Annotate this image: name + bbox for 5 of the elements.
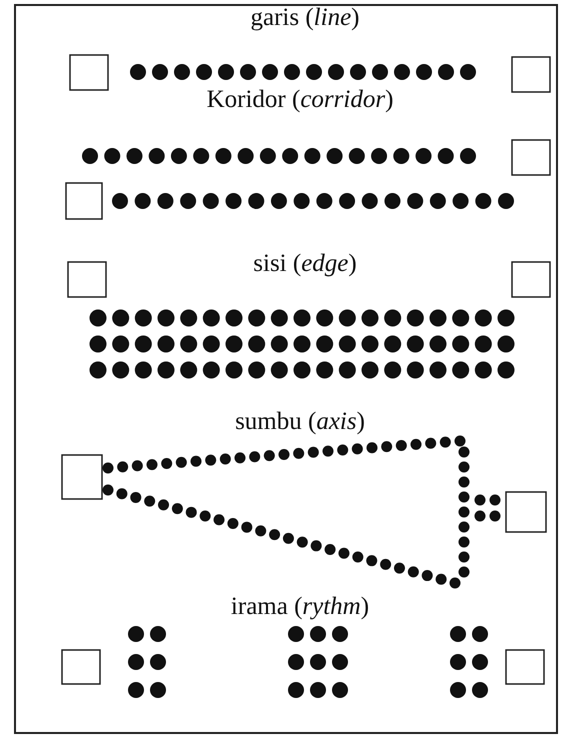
- pattern-label: sisi (edge): [253, 250, 357, 278]
- pattern-label: Koridor (corridor): [206, 86, 394, 114]
- pattern-label: irama (rythm): [230, 593, 370, 621]
- pattern-label: garis (line): [250, 4, 360, 32]
- pattern-label: sumbu (axis): [235, 408, 365, 436]
